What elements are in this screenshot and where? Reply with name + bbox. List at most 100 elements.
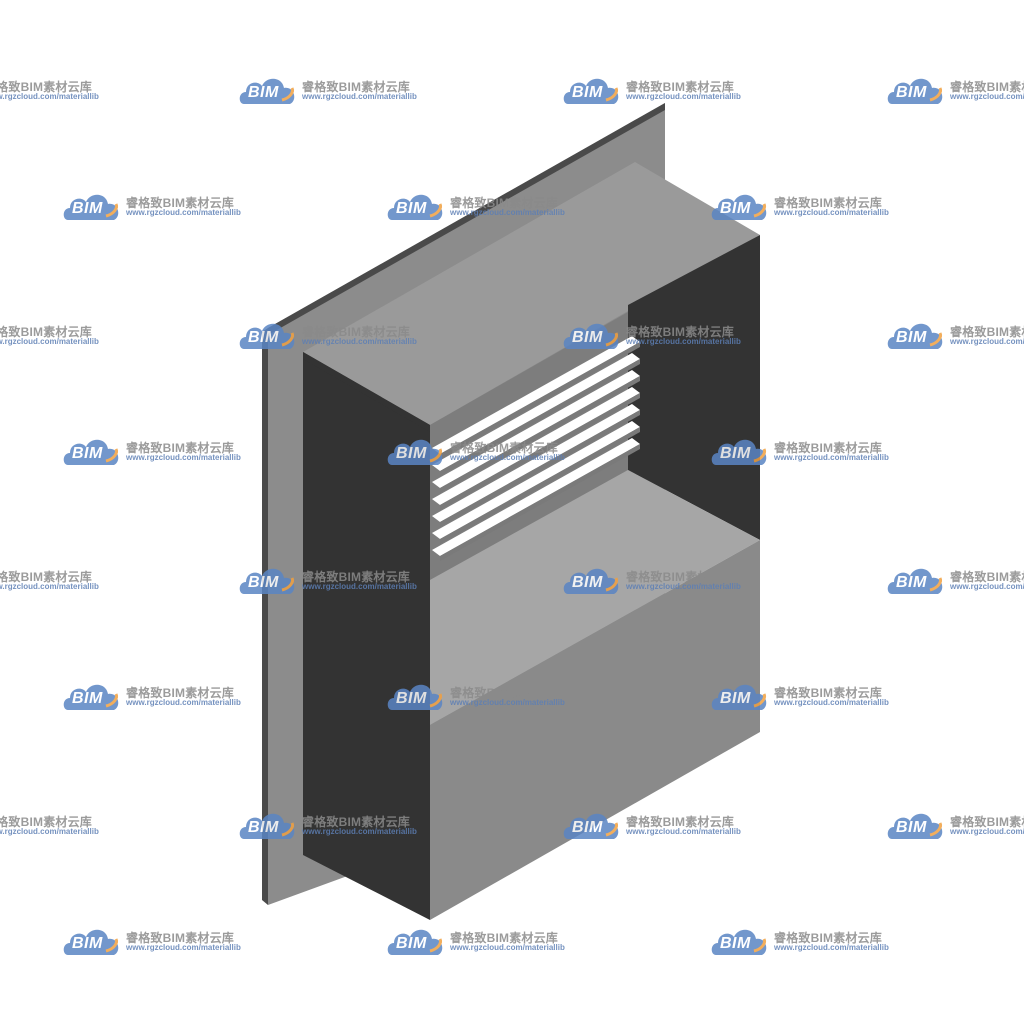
watermark-url: www.rgzcloud.com/materiallib xyxy=(126,943,241,952)
watermark: BIM 睿格致BIM素材云库 www.rgzcloud.com/material… xyxy=(238,315,428,355)
watermark: BIM 睿格致BIM素材云库 www.rgzcloud.com/material… xyxy=(562,560,752,600)
watermark-name: 睿格致BIM素材云库 xyxy=(302,570,410,584)
watermark-url: www.rgzcloud.com/materiallib xyxy=(950,582,1024,591)
watermark-url: www.rgzcloud.com/materiallib xyxy=(450,453,565,462)
watermark: BIM 睿格致BIM素材云库 www.rgzcloud.com/material… xyxy=(62,431,252,471)
watermark-logo-text: BIM xyxy=(572,819,603,836)
watermark-name: 睿格致BIM素材云库 xyxy=(626,815,734,829)
watermark-name: 睿格致BIM素材云库 xyxy=(950,815,1024,829)
watermark-logo-text: BIM xyxy=(896,819,927,836)
cloud-logo-icon xyxy=(887,568,943,594)
louver-blade xyxy=(432,353,640,471)
watermark-name: 睿格致BIM素材云库 xyxy=(774,931,882,945)
watermark-name: 睿格致BIM素材云库 xyxy=(450,931,558,945)
box-bottom-inner xyxy=(430,470,760,725)
watermark-url: www.rgzcloud.com/materiallib xyxy=(0,827,99,836)
watermark: BIM 睿格致BIM素材云库 www.rgzcloud.com/material… xyxy=(562,315,752,355)
cloud-logo-icon xyxy=(711,194,767,220)
watermark-name: 睿格致BIM素材云库 xyxy=(126,196,234,210)
watermark: BIM 睿格致BIM素材云库 www.rgzcloud.com/material… xyxy=(562,805,752,845)
louver-blade-shadow xyxy=(440,359,640,476)
watermark-name: 睿格致BIM素材云库 xyxy=(950,325,1024,339)
watermark-name: 睿格致BIM素材云库 xyxy=(774,686,882,700)
watermark-url: www.rgzcloud.com/materiallib xyxy=(774,208,889,217)
watermark: BIM 睿格致BIM素材云库 www.rgzcloud.com/material… xyxy=(386,676,576,716)
watermark-logo-text: BIM xyxy=(72,445,103,462)
watermark-name: 睿格致BIM素材云库 xyxy=(774,196,882,210)
watermark: BIM 睿格致BIM素材云库 www.rgzcloud.com/material… xyxy=(238,560,428,600)
watermark: BIM 睿格致BIM素材云库 www.rgzcloud.com/material… xyxy=(710,431,900,471)
watermark-url: www.rgzcloud.com/materiallib xyxy=(774,453,889,462)
watermark-logo-text: BIM xyxy=(248,574,279,591)
cloud-logo-icon xyxy=(387,194,443,220)
watermark-name: 睿格致BIM素材云库 xyxy=(126,686,234,700)
watermark-url: www.rgzcloud.com/materiallib xyxy=(626,582,741,591)
watermark-url: www.rgzcloud.com/materiallib xyxy=(450,208,565,217)
watermark: BIM 睿格致BIM素材云库 www.rgzcloud.com/material… xyxy=(62,921,252,961)
watermark: BIM 睿格致BIM素材云库 www.rgzcloud.com/material… xyxy=(62,186,252,226)
cloud-logo-icon xyxy=(711,439,767,465)
watermark-name: 睿格致BIM素材云库 xyxy=(302,80,410,94)
watermark: BIM 睿格致BIM素材云库 www.rgzcloud.com/material… xyxy=(886,70,1024,110)
watermark-url: www.rgzcloud.com/materiallib xyxy=(0,337,99,346)
cloud-logo-icon xyxy=(711,684,767,710)
cloud-logo-icon xyxy=(563,78,619,104)
watermark-logo-text: BIM xyxy=(396,935,427,952)
cloud-logo-icon xyxy=(63,684,119,710)
watermark-url: www.rgzcloud.com/materiallib xyxy=(626,827,741,836)
watermark: BIM 睿格致BIM素材云库 www.rgzcloud.com/material… xyxy=(710,676,900,716)
watermark: BIM 睿格致BIM素材云库 www.rgzcloud.com/material… xyxy=(710,186,900,226)
cloud-logo-icon xyxy=(387,929,443,955)
watermark-logo-text: BIM xyxy=(720,935,751,952)
watermark-name: 睿格致BIM素材云库 xyxy=(950,80,1024,94)
watermark-name: 睿格致BIM素材云库 xyxy=(126,931,234,945)
watermark-name: 睿格致BIM素材云库 xyxy=(626,80,734,94)
watermark-name: 睿格致BIM素材云库 xyxy=(126,441,234,455)
watermark-name: 睿格致BIM素材云库 xyxy=(774,441,882,455)
louver-blade-shadow xyxy=(440,376,640,493)
louver-blade xyxy=(432,404,640,522)
louver-blade-shadow xyxy=(440,342,640,459)
watermark: BIM 睿格致BIM素材云库 www.rgzcloud.com/material… xyxy=(238,805,428,845)
watermark-logo-text: BIM xyxy=(896,84,927,101)
watermark: BIM 睿格致BIM素材云库 www.rgzcloud.com/material… xyxy=(886,560,1024,600)
watermark: BIM 睿格致BIM素材云库 www.rgzcloud.com/material… xyxy=(0,805,110,845)
watermark-url: www.rgzcloud.com/materiallib xyxy=(126,698,241,707)
watermark-url: www.rgzcloud.com/materiallib xyxy=(774,943,889,952)
watermark-url: www.rgzcloud.com/materiallib xyxy=(126,453,241,462)
watermark-logo-text: BIM xyxy=(72,200,103,217)
watermark-url: www.rgzcloud.com/materiallib xyxy=(626,92,741,101)
watermark: BIM 睿格致BIM素材云库 www.rgzcloud.com/material… xyxy=(710,921,900,961)
louver-blade xyxy=(432,421,640,539)
cloud-logo-icon xyxy=(887,323,943,349)
watermark-name: 睿格致BIM素材云库 xyxy=(302,325,410,339)
cloud-logo-icon xyxy=(563,813,619,839)
louver-blade-shadow xyxy=(440,410,640,527)
watermark-name: 睿格致BIM素材云库 xyxy=(302,815,410,829)
watermark-logo-text: BIM xyxy=(720,690,751,707)
watermark-url: www.rgzcloud.com/materiallib xyxy=(626,337,741,346)
watermark-logo-text: BIM xyxy=(896,329,927,346)
watermark-url: www.rgzcloud.com/materiallib xyxy=(302,827,417,836)
watermark-name: 睿格致BIM素材云库 xyxy=(450,441,558,455)
cloud-logo-icon xyxy=(887,78,943,104)
watermark: BIM 睿格致BIM素材云库 www.rgzcloud.com/material… xyxy=(886,315,1024,355)
cloud-logo-icon xyxy=(239,78,295,104)
cloud-logo-icon xyxy=(63,929,119,955)
watermark-logo-text: BIM xyxy=(396,200,427,217)
watermark: BIM 睿格致BIM素材云库 www.rgzcloud.com/material… xyxy=(886,805,1024,845)
watermark-name: 睿格致BIM素材云库 xyxy=(950,570,1024,584)
watermark-url: www.rgzcloud.com/materiallib xyxy=(950,827,1024,836)
watermark: BIM 睿格致BIM素材云库 www.rgzcloud.com/material… xyxy=(386,186,576,226)
cloud-logo-icon xyxy=(711,929,767,955)
watermark-logo-text: BIM xyxy=(248,329,279,346)
louver-blades xyxy=(432,336,640,561)
watermark-name: 睿格致BIM素材云库 xyxy=(0,80,92,94)
watermark-name: 睿格致BIM素材云库 xyxy=(626,570,734,584)
watermark-logo-text: BIM xyxy=(572,574,603,591)
louver-blade xyxy=(432,336,640,454)
cloud-logo-icon xyxy=(239,323,295,349)
